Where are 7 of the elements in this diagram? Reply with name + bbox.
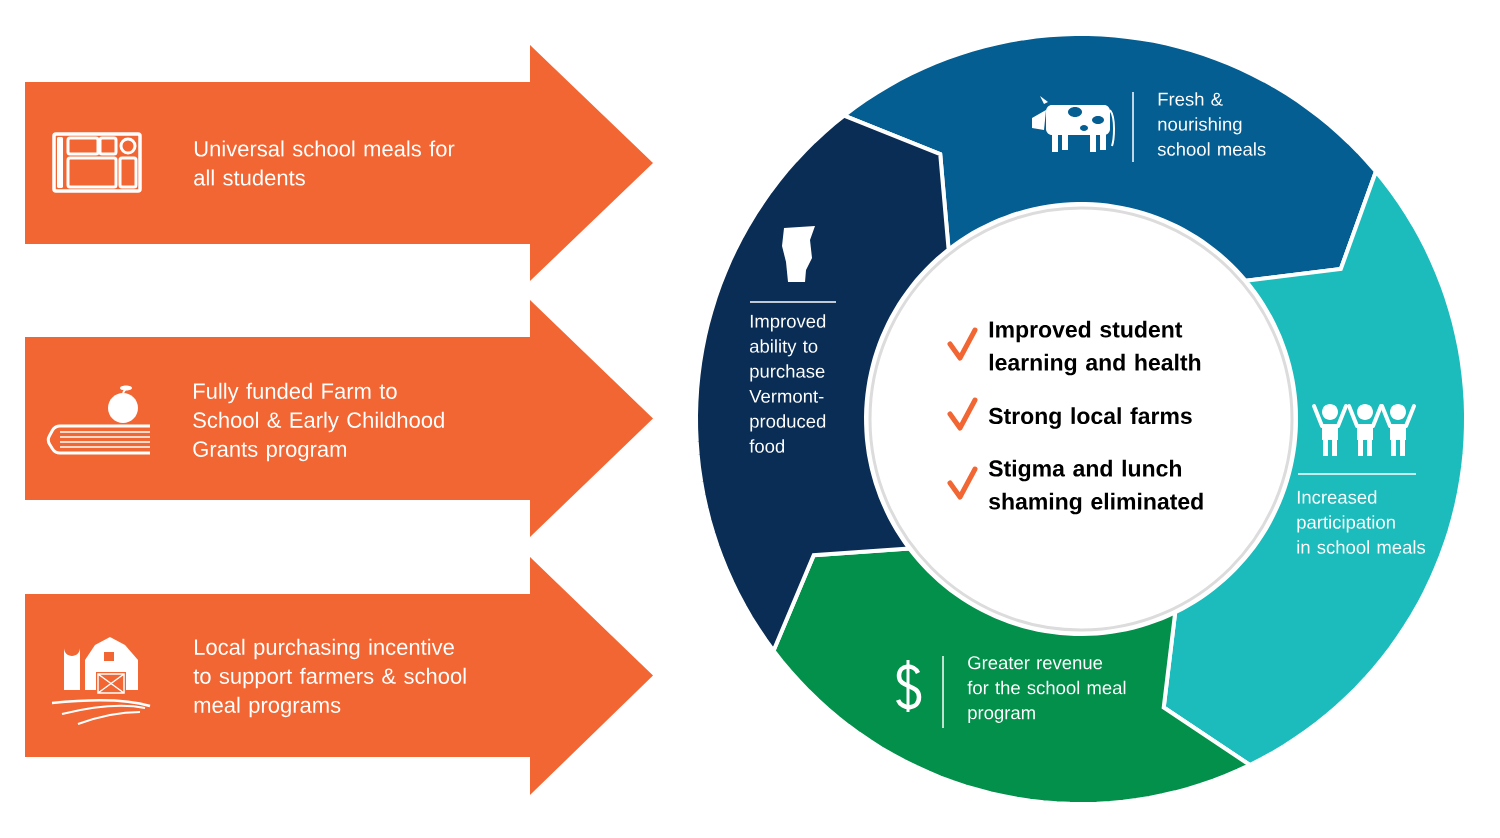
arrow-box: Local purchasing incentive to support farmers & school meal programs: [25, 557, 653, 795]
center-circle: [868, 206, 1294, 632]
arrow-box: Universal school meals for all students: [25, 45, 653, 281]
check-item: Strong local farms: [988, 407, 1192, 429]
check-item: Stigma and lunch shaming eliminated: [988, 459, 1203, 515]
check-item: Improved student learning and health: [989, 320, 1201, 376]
arrow-box: Fully funded Farm to School & Early Childhood Grants program: [25, 300, 653, 537]
